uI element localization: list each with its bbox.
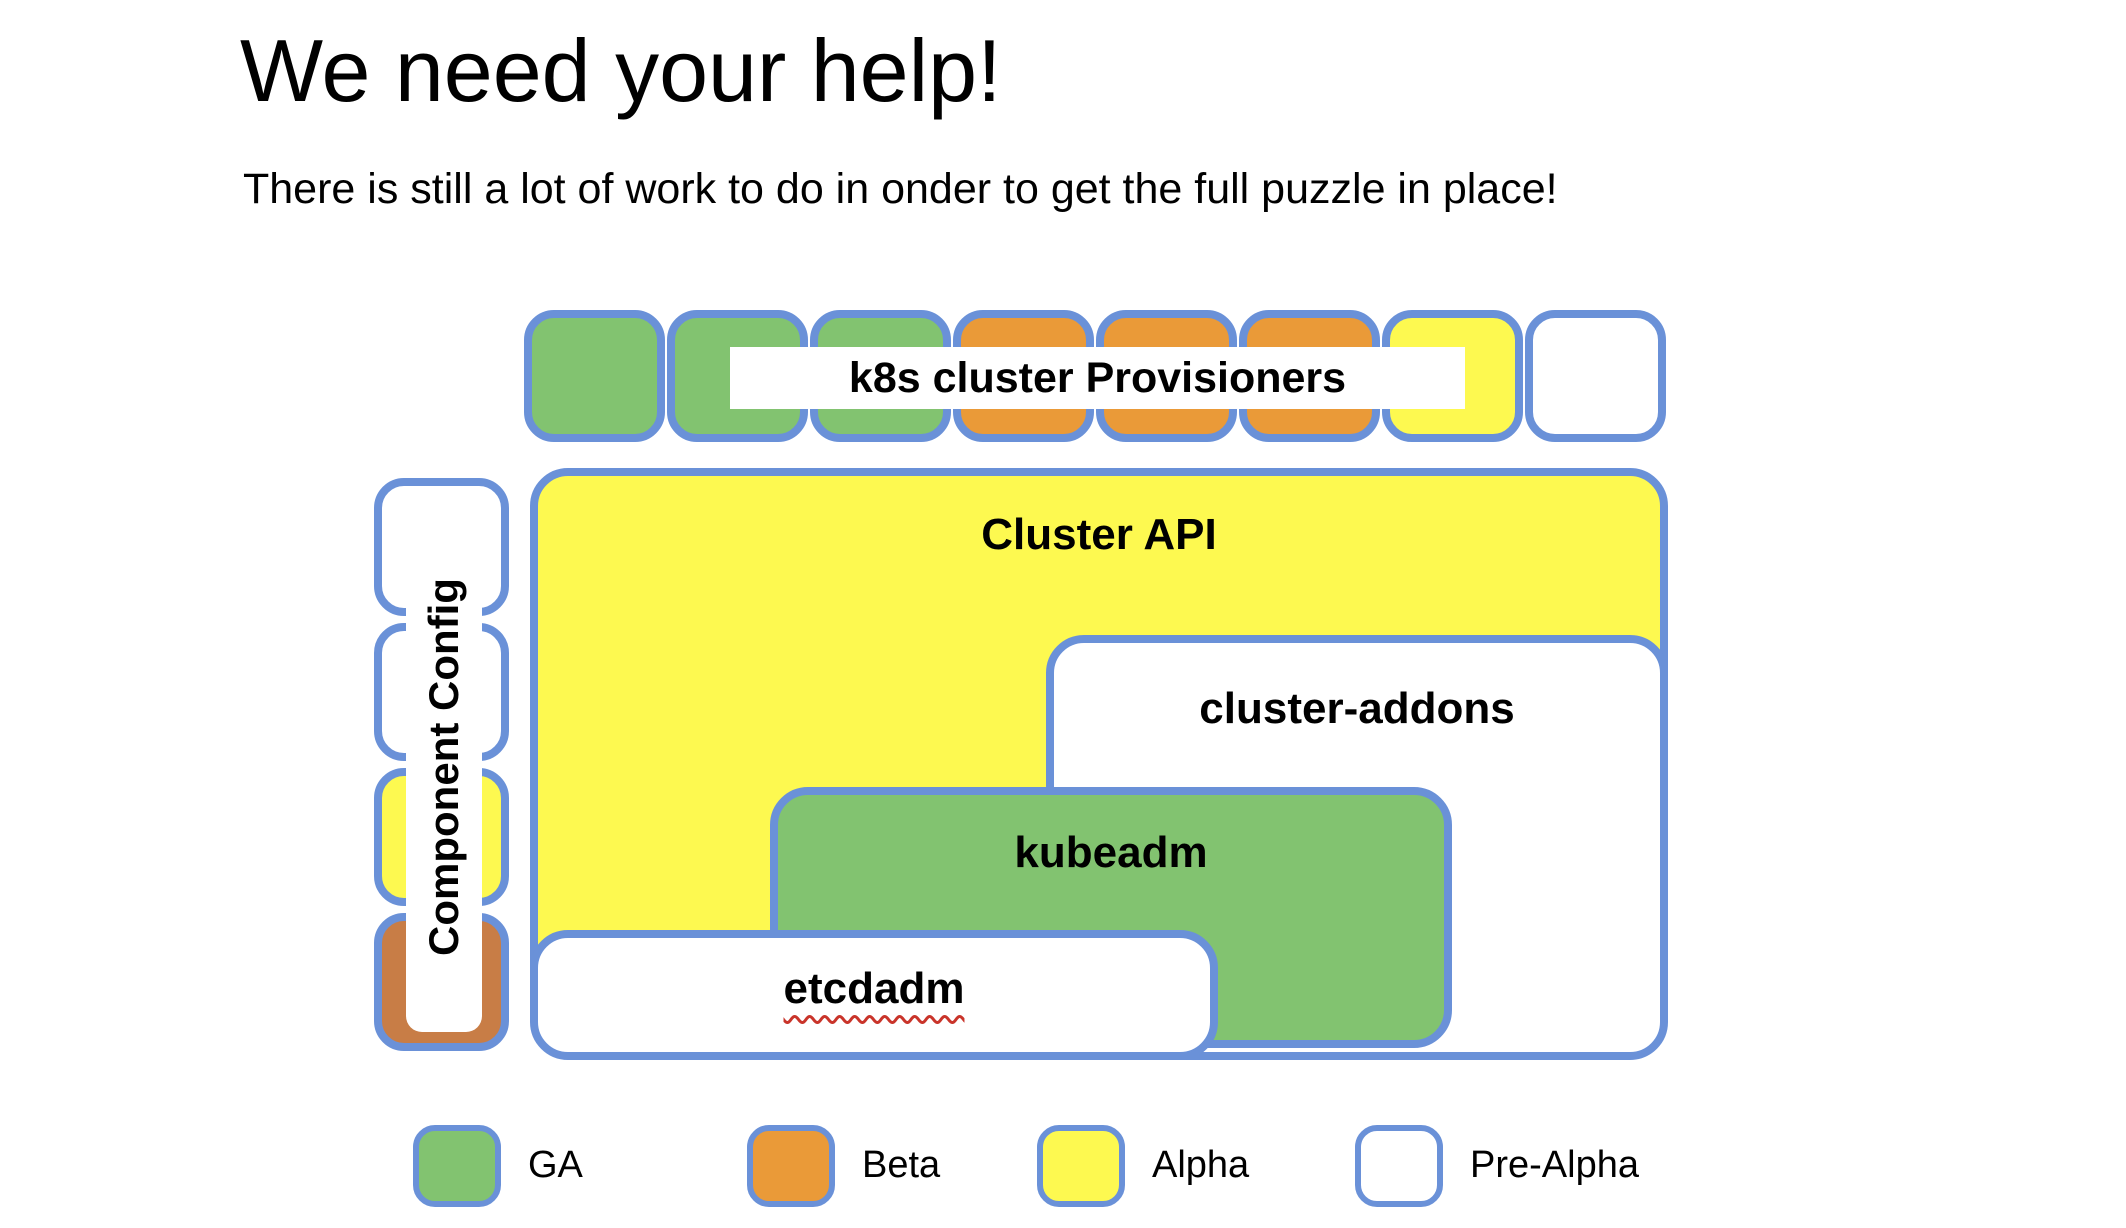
provisioner-piece-8-pre-alpha: [1525, 310, 1666, 442]
provisioners-label: k8s cluster Provisioners: [730, 347, 1465, 409]
slide-title: We need your help!: [240, 21, 1002, 120]
legend-label-beta: Beta: [862, 1144, 941, 1186]
legend-label-pre-alpha: Pre-Alpha: [1470, 1144, 1639, 1186]
cluster-api-label-text: Cluster API: [981, 510, 1217, 559]
legend-label-ga: GA: [528, 1144, 583, 1186]
legend-swatch-ga: [413, 1125, 501, 1207]
component-config-label-text: Component Config: [420, 578, 468, 956]
provisioner-piece-1-ga: [524, 310, 665, 442]
legend-swatch-pre-alpha: [1355, 1125, 1443, 1207]
cluster-api-label: Cluster API: [530, 513, 1668, 557]
kubeadm-label-text: kubeadm: [1014, 828, 1208, 877]
slide-subtitle: There is still a lot of work to do in on…: [243, 165, 1558, 213]
legend-swatch-alpha: [1037, 1125, 1125, 1207]
cluster-addons-label-text: cluster-addons: [1199, 684, 1515, 733]
legend-label-alpha: Alpha: [1152, 1144, 1250, 1186]
kubeadm-label: kubeadm: [770, 831, 1452, 875]
component-config-label-box: Component Config: [406, 502, 482, 1032]
cluster-addons-label: cluster-addons: [1046, 687, 1668, 731]
etcdadm-label: etcdadm: [530, 967, 1218, 1011]
provisioners-label-text: k8s cluster Provisioners: [848, 353, 1347, 402]
etcdadm-box: [530, 930, 1218, 1060]
kubeadm-box: [770, 787, 1452, 1048]
etcdadm-label-text: etcdadm: [783, 964, 965, 1013]
legend-swatch-beta: [747, 1125, 835, 1207]
